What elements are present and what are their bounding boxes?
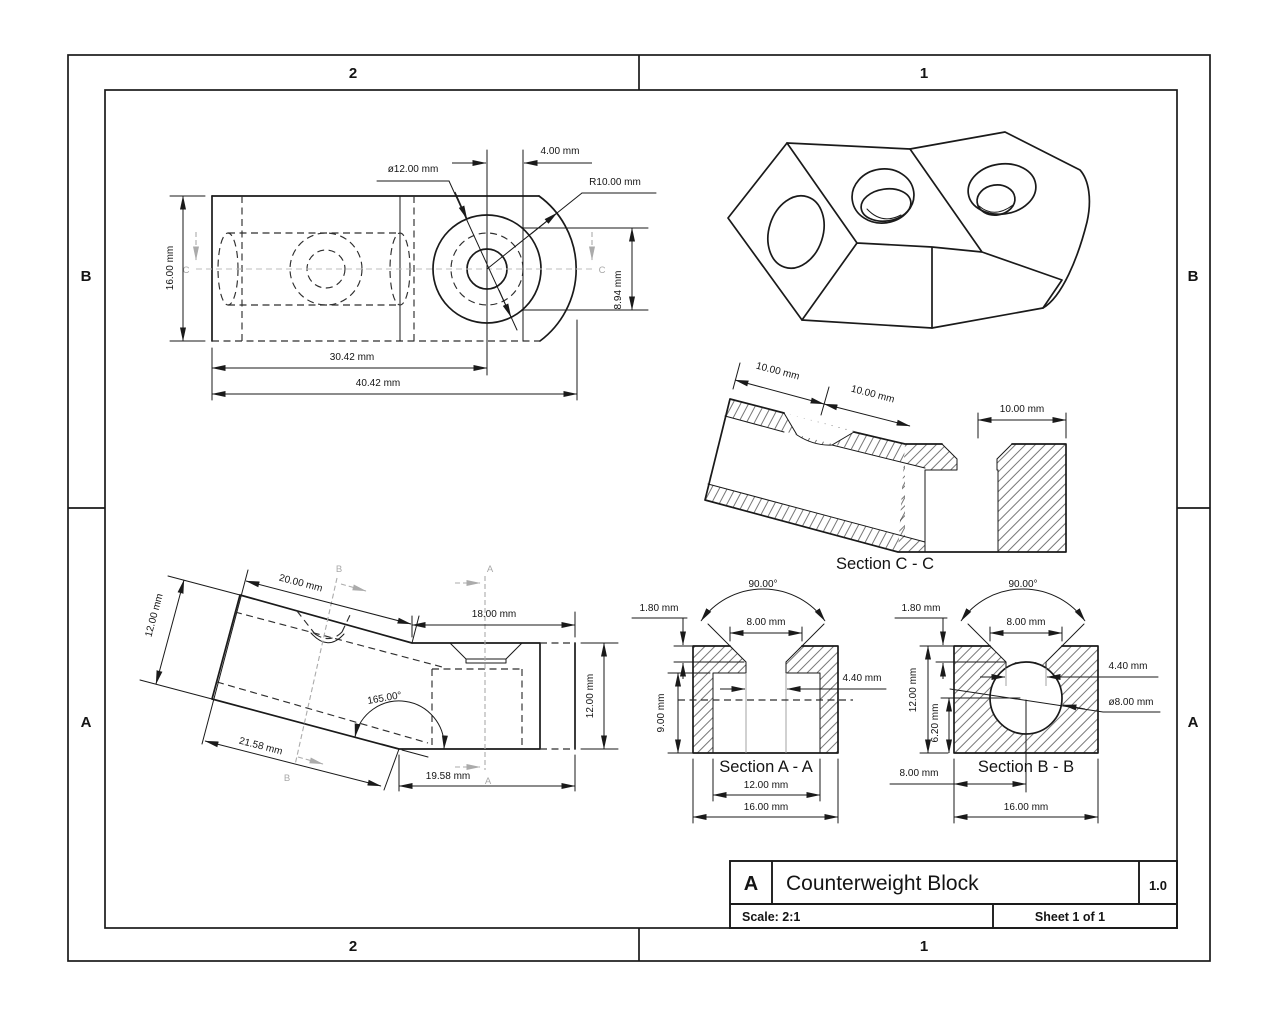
section-c-mark-left: C: [183, 265, 190, 276]
iso-right-hole: [976, 184, 1016, 216]
section-bb-view: 90.00° 1.80 mm 8.00 mm 4.40 mm ø8.00 mm …: [889, 579, 1161, 824]
bb-outline: [953, 645, 1099, 754]
isometric-view: [727, 131, 1091, 329]
bb-dim-angle: 90.00°: [1008, 579, 1037, 590]
dim-offset: 4.00 mm: [541, 146, 580, 157]
dim-len-total: 40.42 mm: [356, 378, 400, 389]
zone-label-top-1: 1: [920, 65, 928, 82]
bb-countersink: [989, 645, 1063, 669]
front-round-hidden-edges: [540, 642, 575, 750]
section-aa-label: Section A - A: [719, 758, 813, 776]
bb-dim-height: 12.00 mm: [908, 668, 919, 712]
cc-dim-right: 10.00 mm: [1000, 404, 1044, 415]
dim-arm-bottom: 21.58 mm: [238, 736, 284, 758]
dim-radius: R10.00 mm: [589, 177, 641, 188]
iso-right-hole-depth-arc: [978, 204, 1014, 213]
front-view: A A B B 20.00 mm 12.00 mm 21.58 mm 165.0…: [139, 564, 619, 792]
dim-bottom-right: 19.58 mm: [426, 771, 470, 782]
bb-hole-projection: [1005, 668, 1047, 686]
aa-hole-projection: [745, 673, 787, 753]
zone-label-bottom-1: 1: [920, 938, 928, 955]
iso-outline: [727, 131, 1091, 329]
cc-pocket-countersink: [924, 443, 1013, 553]
iso-mid-hole: [860, 187, 912, 223]
dim-len-center: 30.42 mm: [330, 352, 374, 363]
dim-bore-dia: ø12.00 mm: [388, 164, 439, 175]
aa-dim-pocket-depth: 9.00 mm: [656, 694, 667, 733]
dim-arm-width: 12.00 mm: [144, 592, 166, 638]
bb-dim-hole: 4.40 mm: [1109, 661, 1148, 672]
section-c-mark-right: C: [599, 265, 606, 276]
cc-block-hatch: [898, 444, 1066, 552]
section-b-mark-bottom: B: [284, 773, 290, 784]
bb-angle-arc: [960, 588, 1086, 622]
bb-dim-cs-dia: 8.00 mm: [1007, 617, 1046, 628]
r10-arc: [538, 195, 578, 342]
section-bb-label: Section B - B: [978, 758, 1074, 776]
front-arm-groove-arc: [310, 632, 345, 644]
bb-dim-cs-depth: 1.80 mm: [902, 603, 941, 614]
iso-internal-edges: [786, 142, 1063, 329]
dim-height-right: 12.00 mm: [585, 674, 596, 718]
cc-bore-lines: [707, 415, 926, 543]
zone-label-top-2: 2: [349, 65, 357, 82]
bb-dim-width: 16.00 mm: [1004, 802, 1048, 813]
title-block: A Counterweight Block 1.0 Scale: 2:1 She…: [729, 860, 1178, 929]
section-a-mark-bottom: A: [485, 776, 492, 787]
aa-dim-cs-dia: 8.00 mm: [747, 617, 786, 628]
top-view: C C 16.00 mm 30.42 mm 40.42 mm 4.00 mm ø…: [165, 146, 657, 401]
dim-height: 16.00 mm: [165, 246, 176, 290]
front-countersink: [449, 642, 523, 664]
angle-arc: [354, 700, 448, 750]
iso-mid-countersink: [851, 168, 915, 224]
cc-arm-hatch: [705, 399, 905, 552]
zone-label-left-b: B: [81, 268, 92, 285]
cc-dim-mid: 10.00 mm: [850, 384, 896, 406]
aa-angle-arc: [700, 588, 826, 622]
zone-label-left-a: A: [81, 714, 92, 731]
sheet-label: Sheet 1 of 1: [1035, 910, 1105, 924]
section-a-mark-top: A: [487, 564, 494, 575]
dim-angle: 165.00°: [367, 690, 403, 707]
aa-pocket-countersink: [712, 645, 821, 754]
aa-dim-hole: 4.40 mm: [843, 673, 882, 684]
zone-label-right-b: B: [1188, 268, 1199, 285]
dim-flat: 8.94 mm: [613, 271, 624, 310]
sheet-frame: 2 1 2 1 B A B A: [67, 54, 1211, 962]
aa-dim-angle: 90.00°: [748, 579, 777, 590]
revision: 1.0: [1149, 878, 1167, 893]
front-pocket-hidden: [431, 668, 523, 748]
drawing-title: Counterweight Block: [786, 872, 979, 895]
front-outline: [211, 594, 576, 750]
scale-label: Scale: 2:1: [742, 910, 800, 924]
iso-right-countersink: [967, 162, 1037, 216]
zone-label-bottom-2: 2: [349, 938, 357, 955]
section-aa-view: 90.00° 1.80 mm 8.00 mm 4.40 mm 9.00 mm 1…: [631, 579, 887, 824]
aa-dim-cs-depth: 1.80 mm: [640, 603, 679, 614]
title-block-border: [729, 860, 1178, 929]
section-b-mark-top: B: [336, 564, 342, 575]
cc-dim-left: 10.00 mm: [755, 361, 801, 383]
section-cc-label: Section C - C: [836, 555, 934, 573]
iso-left-bore-hole: [767, 194, 825, 270]
section-cc-view: 10.00 mm 10.00 mm 10.00 mm Section C - C: [704, 361, 1067, 573]
aa-dim-width: 16.00 mm: [744, 802, 788, 813]
inner-border: [104, 89, 1178, 929]
bb-dim-center-x: 8.00 mm: [900, 768, 939, 779]
section-b-line: [294, 577, 338, 766]
bb-hatch: [954, 646, 1098, 753]
iso-mid-hole-depth-arc: [866, 208, 902, 220]
dim-top-right: 18.00 mm: [472, 609, 516, 620]
zone-label-right-a: A: [1188, 714, 1199, 731]
title-block-zone: A: [744, 873, 758, 895]
aa-dim-pocket-width: 12.00 mm: [744, 780, 788, 791]
bb-dim-bore: ø8.00 mm: [1108, 697, 1153, 708]
bb-dim-center-y: 6.20 mm: [930, 704, 941, 743]
